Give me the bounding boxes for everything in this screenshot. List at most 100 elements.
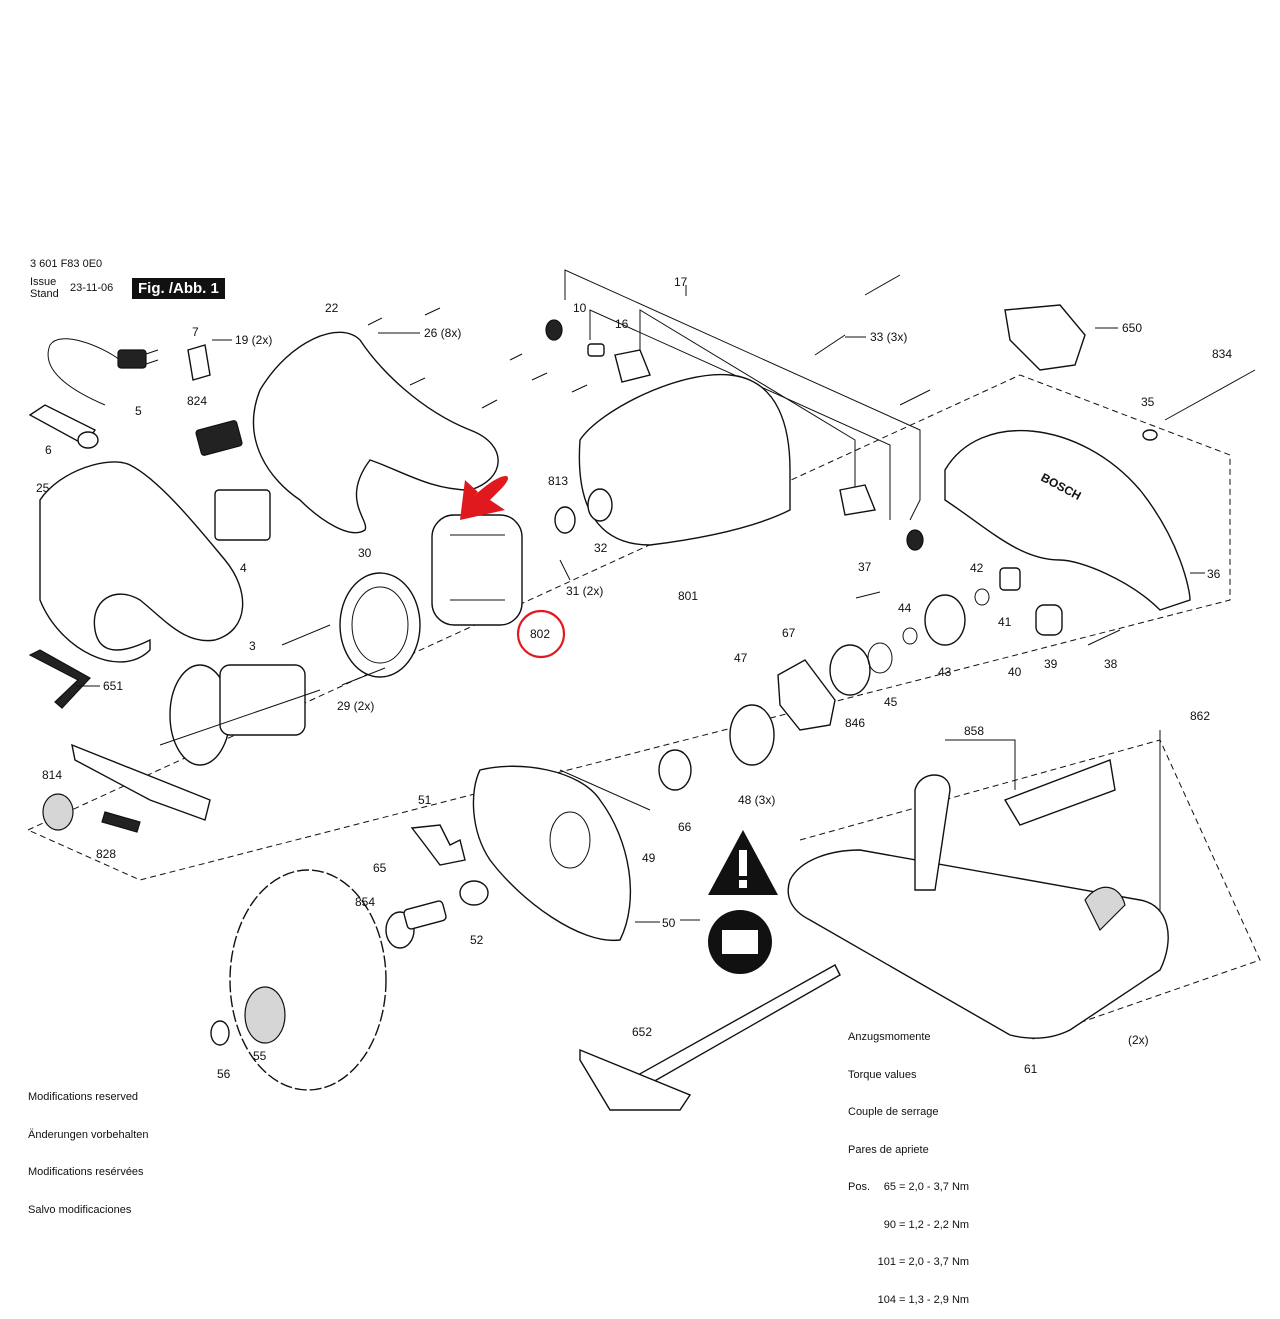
bearing-814 [42, 793, 74, 831]
brush-holder-16 [614, 349, 651, 383]
label-3: 3 [249, 639, 256, 653]
label-651: 651 [103, 679, 123, 693]
label-49: 49 [642, 851, 656, 865]
bolt-37 [855, 591, 881, 599]
part-7 [187, 344, 211, 381]
stator-802 [431, 514, 523, 626]
label-814: 814 [42, 768, 62, 782]
lever-plate [71, 743, 211, 821]
label-67: 67 [782, 626, 796, 640]
sleeve-39 [1035, 604, 1063, 636]
torque-title-fr: Couple de serrage [848, 1106, 939, 1118]
label-55: 55 [253, 1049, 267, 1063]
screw-56 [210, 1020, 230, 1046]
label-45: 45 [884, 695, 898, 709]
power-cord [47, 338, 121, 406]
label-29: 29 (2x) [337, 699, 374, 713]
label-6: 6 [45, 443, 52, 457]
base-outline [799, 739, 1261, 1041]
label-65: 65 [373, 861, 387, 875]
bearing-846 [829, 644, 871, 696]
label-25: 25 [36, 481, 50, 495]
label-22: 22 [325, 301, 339, 315]
label-44: 44 [898, 601, 912, 615]
seal-66 [658, 749, 692, 791]
label-37: 37 [858, 560, 872, 574]
doc-number: 3 601 F83 0E0 [30, 258, 103, 270]
label-834: 834 [1212, 347, 1232, 361]
issue-label: Issue [30, 276, 57, 288]
ring-45 [867, 642, 893, 674]
bracket-17 [564, 269, 921, 521]
pin-38 [1087, 629, 1121, 646]
lever-51 [410, 824, 466, 866]
torque-block: Anzugsmomente Torque values Couple de se… [848, 1006, 969, 1319]
label-61: 61 [1024, 1062, 1038, 1076]
brush-cap-10 [545, 319, 563, 341]
fence-foot [579, 1048, 692, 1111]
label-43: 43 [938, 665, 952, 679]
modifications-note: Modifications reserved Änderungen vorbeh… [28, 1066, 148, 1229]
label-862: 862 [1190, 709, 1210, 723]
bracket-858-part [914, 774, 951, 891]
label-33: 33 (3x) [870, 330, 907, 344]
label-801: 801 [678, 589, 698, 603]
label-650: 650 [1122, 321, 1142, 335]
label-854: 854 [355, 895, 375, 909]
torque-title-es: Pares de apriete [848, 1143, 929, 1156]
red-arrow [460, 476, 509, 520]
label-2x: (2x) [1128, 1033, 1149, 1047]
label-39: 39 [1044, 657, 1058, 671]
label-16: 16 [615, 317, 629, 331]
label-51: 51 [418, 793, 432, 807]
label-824: 824 [187, 394, 207, 408]
label-31: 31 (2x) [566, 584, 603, 598]
mod-line-es: Salvo modificaciones [28, 1203, 132, 1216]
figure-label: Fig. /Abb. 1 [132, 278, 225, 299]
label-50: 50 [662, 916, 676, 930]
label-66: 66 [678, 820, 692, 834]
bracket-16 [639, 309, 856, 490]
label-40: 40 [1008, 665, 1022, 679]
mod-line-fr: Modifications resérvées [28, 1166, 144, 1178]
bearing-32 [587, 488, 613, 522]
bevel-scale [1084, 886, 1126, 932]
base-plate-61 [787, 849, 1169, 1039]
handle-half-22 [252, 331, 499, 534]
gear-43 [924, 594, 966, 646]
label-36: 36 [1207, 567, 1221, 581]
label-32: 32 [594, 541, 608, 555]
label-813: 813 [548, 474, 568, 488]
bevel-bracket-862 [1003, 759, 1116, 826]
label-19: 19 (2x) [235, 333, 272, 347]
spring-828 [101, 811, 141, 833]
ring-44 [902, 627, 918, 645]
issue-date: 23-11-06 [70, 282, 114, 294]
gasket-67 [777, 659, 836, 731]
leader-lines [75, 285, 1205, 923]
label-652: 652 [632, 1025, 652, 1039]
torque-row: Pos.65 = 2,0 - 3,7 Nm [848, 1181, 970, 1193]
torque-row: 90 = 1,2 - 2,2 Nm [883, 1218, 970, 1231]
armature-3 [159, 664, 321, 766]
exploded-parts-diagram: BOSCH [26, 269, 1261, 1111]
label-47: 47 [734, 651, 748, 665]
label-828: 828 [96, 847, 116, 861]
mod-line-en: Modifications reserved [28, 1091, 139, 1103]
label-56: 56 [217, 1067, 231, 1081]
switch-4 [214, 489, 271, 541]
spring-49 [559, 769, 651, 811]
flange-55 [244, 986, 286, 1044]
label-48: 48 (3x) [738, 793, 775, 807]
rip-fence-652 [618, 964, 841, 1096]
bracket-858 [945, 739, 1016, 790]
label-802: 802 [530, 627, 550, 641]
plug [117, 349, 147, 369]
torque-title-en: Torque values [848, 1068, 917, 1081]
motor-housing-801 [578, 373, 791, 546]
screws [281, 274, 931, 686]
part-labels: 17 10 16 22 7 19 (2x) 26 (8x) 33 (3x) 65… [36, 275, 1232, 1081]
label-35: 35 [1141, 395, 1155, 409]
label-30: 30 [358, 546, 372, 560]
handle-half-25 [39, 461, 244, 663]
